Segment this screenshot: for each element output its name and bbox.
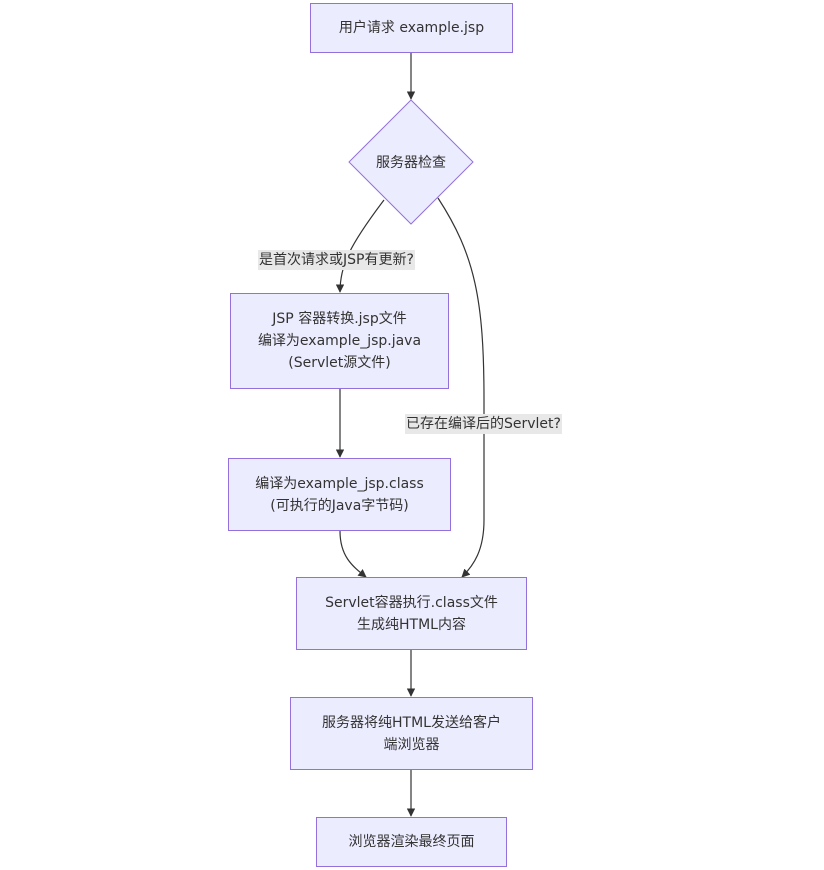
node-user-request: 用户请求 example.jsp [310, 3, 513, 53]
node-servlet-execute: Servlet容器执行.class文件 生成纯HTML内容 [296, 577, 527, 650]
edge-compile-to-execute [339, 530, 367, 578]
edge-label-compiled-exists: 已存在编译后的Servlet? [405, 414, 562, 434]
node-browser-render-label: 浏览器渲染最终页面 [348, 834, 475, 850]
node-compile-class: 编译为example_jsp.class (可执行的Java字节码) [228, 458, 451, 531]
node-server-check-label: 服务器检查 [376, 155, 446, 171]
edge-label-first-or-updated: 是首次请求或JSP有更新? [258, 250, 415, 270]
edge-check-to-execute [437, 197, 485, 578]
node-compile-class-line-2: (可执行的Java字节码) [270, 497, 409, 514]
node-servlet-execute-line-1: Servlet容器执行.class文件 [325, 594, 498, 611]
node-jsp-translate-line-3: (Servlet源文件) [288, 355, 391, 371]
node-send-html-line-1: 服务器将纯HTML发送给客户 [322, 714, 501, 731]
node-send-html: 服务器将纯HTML发送给客户 端浏览器 [290, 697, 533, 770]
node-servlet-execute-line-2: 生成纯HTML内容 [357, 616, 466, 633]
edge-check-to-translate [335, 199, 385, 293]
node-browser-render: 浏览器渲染最终页面 [316, 817, 507, 867]
node-jsp-translate-line-1: JSP 容器转换.jsp文件 [272, 311, 407, 327]
node-send-html-line-2: 端浏览器 [383, 736, 440, 753]
node-jsp-translate: JSP 容器转换.jsp文件 编译为example_jsp.java (Serv… [230, 293, 449, 389]
decision-diamond [348, 99, 474, 225]
node-compile-class-line-1: 编译为example_jsp.class [255, 475, 424, 492]
node-jsp-translate-line-2: 编译为example_jsp.java [257, 333, 422, 349]
node-user-request-label: 用户请求 example.jsp [338, 20, 485, 36]
